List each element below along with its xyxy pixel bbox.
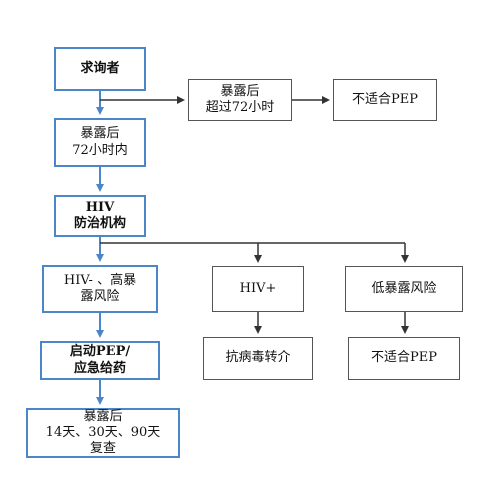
node-followup-line-1: 暴露后 — [83, 408, 123, 424]
node-followup-line-3: 复查 — [89, 441, 116, 457]
node-not-suitable-1: 不适合PEP — [333, 79, 437, 121]
node-within72-line-1: 暴露后 — [80, 126, 120, 142]
node-over72-line-1: 暴露后 — [220, 83, 260, 99]
node-start-pep-line-2: 应急给药 — [73, 360, 126, 376]
node-not-suitable-1-line: 不适合PEP — [352, 91, 418, 107]
node-hiv-institution-line-2: 防治机构 — [73, 216, 126, 231]
node-antiviral-referral-line: 抗病毒转介 — [225, 350, 291, 366]
node-hiv-neg-line-1: HIV- 、高暴 — [63, 272, 137, 288]
node-start-pep: 启动PEP/ 应急给药 — [40, 341, 160, 380]
node-followup: 暴露后 14天、30天、90天 复查 — [26, 408, 180, 458]
node-low-risk: 低暴露风险 — [345, 266, 463, 312]
node-low-risk-line: 低暴露风险 — [371, 280, 437, 296]
node-within72-line-2: 72小时内 — [72, 142, 128, 158]
node-inquirer: 求询者 — [54, 47, 146, 91]
node-hiv-neg-line-2: 露风险 — [80, 289, 120, 304]
node-hiv-pos-line: HIV+ — [239, 280, 277, 296]
node-followup-line-2: 14天、30天、90天 — [45, 424, 161, 440]
node-hiv-institution-line-1: HIV — [85, 199, 115, 215]
node-not-suitable-2: 不适合PEP — [348, 337, 460, 380]
node-over72: 暴露后 超过72小时 — [188, 79, 292, 121]
node-antiviral-referral: 抗病毒转介 — [203, 337, 313, 380]
node-within72: 暴露后 72小时内 — [54, 118, 146, 167]
node-hiv-neg-high-risk: HIV- 、高暴 露风险 — [42, 265, 158, 313]
node-inquirer-line: 求询者 — [80, 60, 120, 76]
node-hiv-institution: HIV 防治机构 — [54, 195, 146, 237]
node-start-pep-line-1: 启动PEP/ — [69, 344, 131, 360]
node-hiv-pos: HIV+ — [212, 266, 304, 312]
node-not-suitable-2-line: 不适合PEP — [371, 350, 437, 366]
node-over72-line-2: 超过72小时 — [205, 100, 275, 115]
